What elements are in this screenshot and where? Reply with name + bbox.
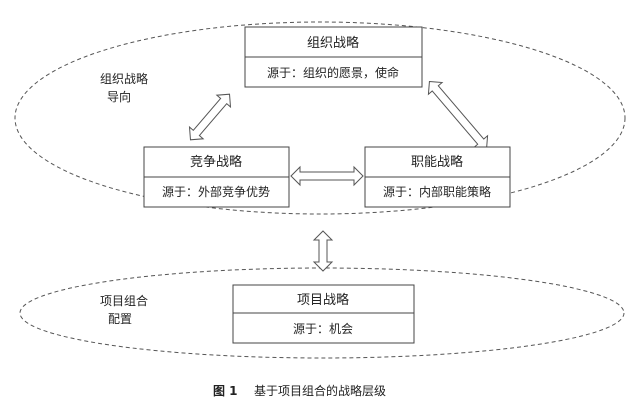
functional-strategy-source: 源于：内部职能策略: [383, 184, 491, 199]
org-strategy-source: 源于：组织的愿景，使命: [267, 65, 399, 80]
figure-caption: 基于项目组合的战略层级: [254, 383, 386, 398]
lower-region-label-line1: 项目组合: [100, 293, 148, 308]
functional-strategy-title: 职能战略: [411, 154, 463, 170]
region-project-arrow: [312, 230, 334, 272]
org-functional-arrow: [427, 81, 489, 149]
functional-strategy-box: 职能战略 源于：内部职能策略: [364, 146, 511, 208]
project-strategy-source: 源于：机会: [293, 322, 353, 336]
competitive-strategy-box: 竞争战略 源于：外部竞争优势: [143, 146, 290, 208]
upper-region-label-line1: 组织战略: [100, 71, 148, 86]
upper-region-label-line2: 导向: [107, 89, 131, 104]
project-strategy-box: 项目战略 源于：机会: [232, 284, 415, 344]
figure-number: 图 1: [213, 384, 238, 398]
competitive-functional-arrow: [290, 165, 364, 187]
competitive-strategy-title: 竞争战略: [190, 154, 242, 170]
org-competitive-arrow: [188, 93, 232, 141]
org-strategy-box: 组织战略 源于：组织的愿景，使命: [244, 26, 423, 88]
lower-region-label-line2: 配置: [108, 312, 132, 326]
project-strategy-title: 项目战略: [297, 292, 349, 308]
org-strategy-region: [14, 21, 626, 215]
org-strategy-title: 组织战略: [307, 35, 359, 51]
competitive-strategy-source: 源于：外部竞争优势: [162, 184, 270, 199]
